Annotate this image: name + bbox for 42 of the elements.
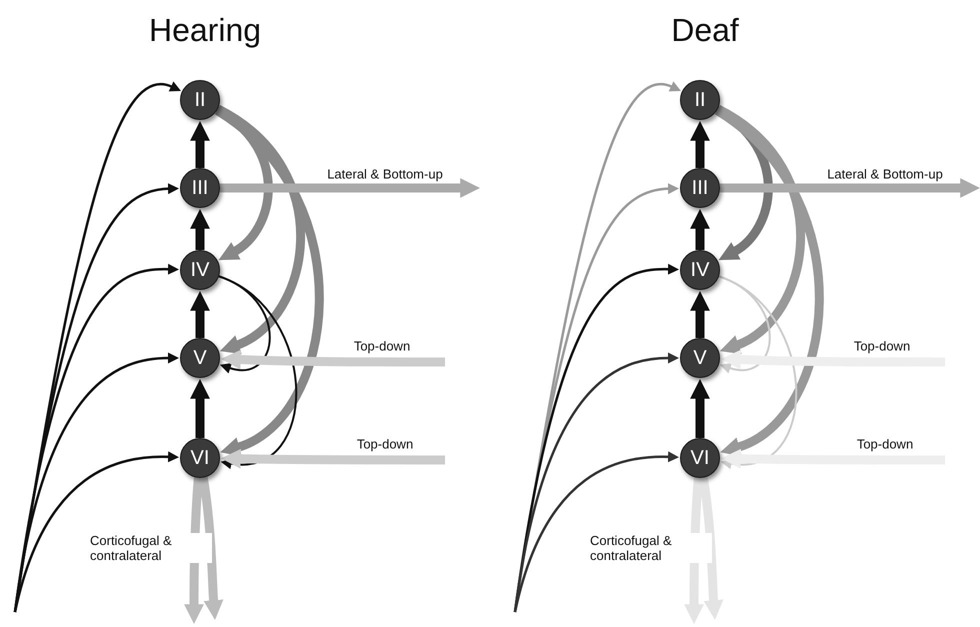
edge-label: Lateral & Bottom-up (825, 166, 945, 182)
edge-label: Corticofugal & contralateral (88, 533, 212, 563)
arrow (690, 209, 710, 250)
layer-node: II (180, 80, 220, 120)
arrow (698, 477, 724, 620)
layer-node: VI (680, 438, 720, 478)
arrow (14, 451, 180, 612)
edge-label: Top-down (854, 436, 916, 452)
arrow (221, 448, 445, 469)
arrow (720, 350, 945, 370)
arrow (220, 350, 445, 370)
panel-title: Hearing (148, 12, 262, 49)
arrow (190, 121, 210, 168)
arrow (514, 451, 680, 612)
arrow (14, 352, 179, 612)
layer-node: V (680, 338, 720, 378)
arrow (718, 275, 798, 470)
layer-node: II (680, 80, 720, 120)
arrow (190, 291, 210, 338)
edge-label: Corticofugal & contralateral (588, 533, 712, 563)
layer-node: IV (680, 250, 720, 290)
arrow (721, 448, 945, 469)
edge-label: Top-down (852, 338, 912, 354)
arrow (514, 352, 679, 612)
arrow (720, 178, 980, 198)
arrow (690, 379, 710, 438)
layer-node: V (180, 338, 220, 378)
arrow (190, 209, 210, 250)
layer-node: VI (180, 438, 220, 478)
arrow (690, 121, 710, 168)
arrow (218, 275, 298, 470)
arrow (190, 379, 210, 438)
layer-node: III (680, 168, 720, 208)
arrow (690, 291, 710, 338)
edge-label: Lateral & Bottom-up (325, 166, 445, 182)
arrow (220, 178, 480, 198)
arrow (198, 477, 224, 620)
layer-node: III (180, 168, 220, 208)
panel-title: Deaf (671, 12, 739, 49)
layer-node: IV (180, 250, 220, 290)
edge-label: Top-down (354, 436, 416, 452)
edge-label: Top-down (352, 338, 412, 354)
